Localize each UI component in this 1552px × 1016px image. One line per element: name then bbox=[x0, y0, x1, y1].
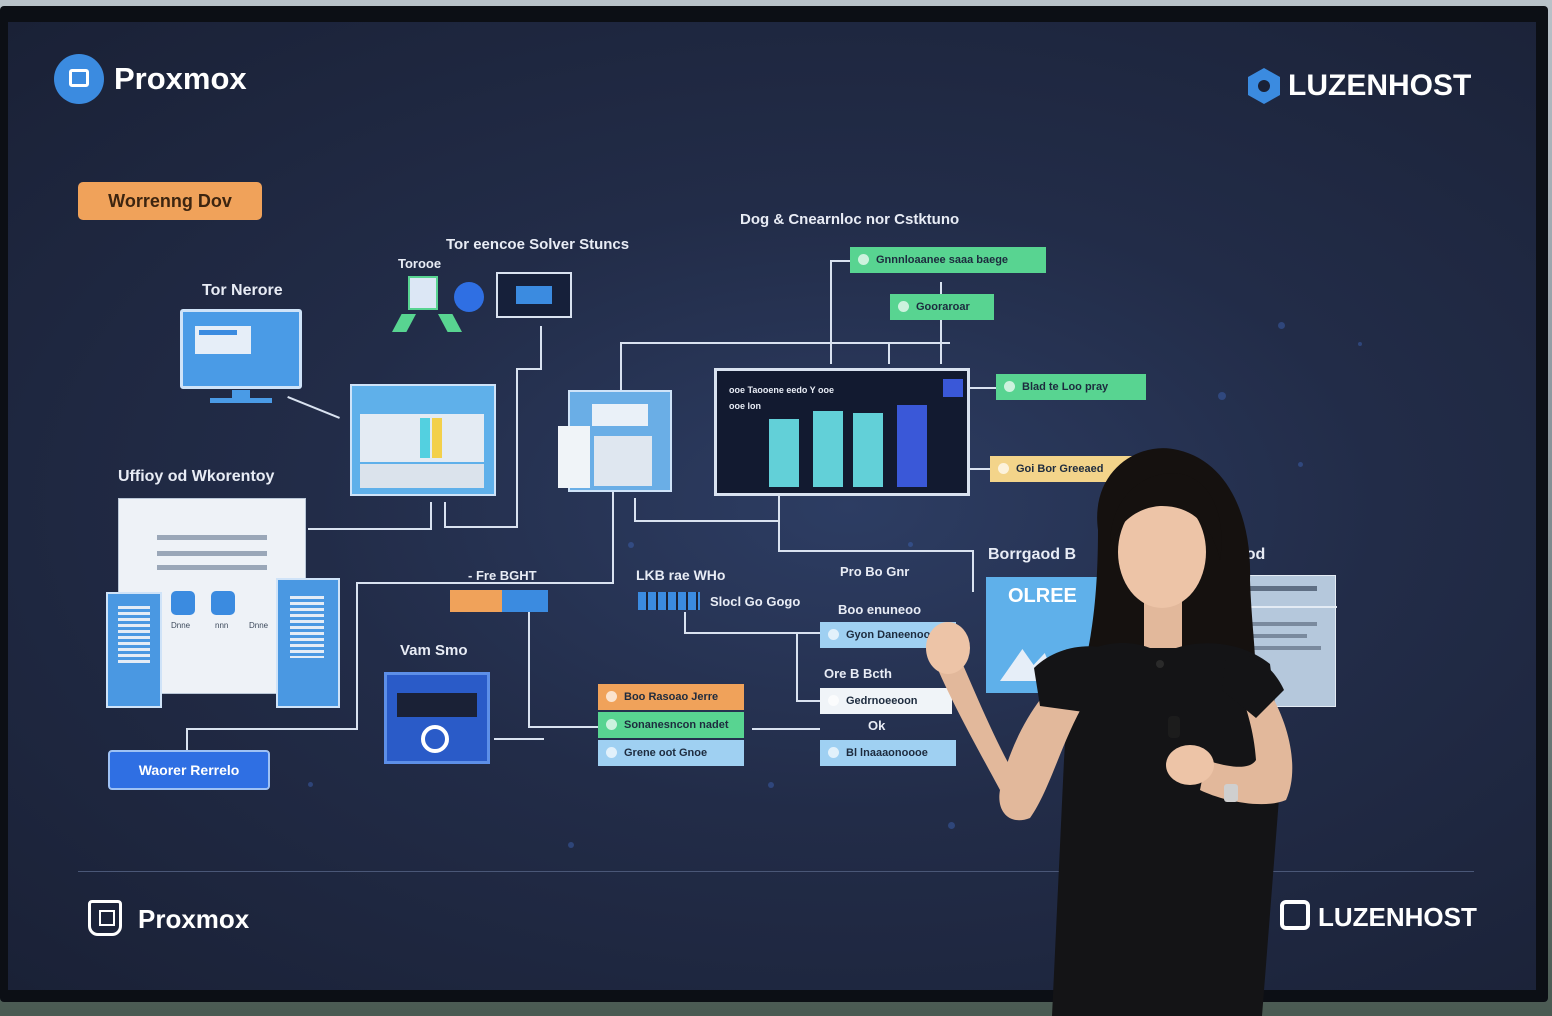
stacked-label: Slocl Go Gogo bbox=[710, 594, 801, 609]
luzenhost-wordmark-bottom: LUZENHOST bbox=[1318, 902, 1477, 932]
title-badge: Worrenng Dov bbox=[78, 182, 262, 220]
pill-bottom-1: Boo Rasoao Jerre bbox=[598, 684, 744, 710]
server-tower-left bbox=[106, 592, 162, 708]
proxmox-icon bbox=[54, 54, 104, 104]
diagram-title-center: Tor eencoe Solver Stuncs bbox=[446, 236, 630, 253]
luzenhost-logo-bottom: LUZENHOST bbox=[1280, 898, 1480, 938]
pill-right-1: Gnnnloaanee saaa baege bbox=[850, 247, 1046, 273]
proxmox-wordmark-bottom: Proxmox bbox=[138, 904, 250, 934]
monitor-illustration bbox=[180, 309, 302, 389]
pill-right-3: Blad te Loo pray bbox=[996, 374, 1146, 400]
square-g-icon bbox=[1280, 900, 1310, 930]
pill-right-2: Gooraroar bbox=[890, 294, 994, 320]
hexagon-icon bbox=[1248, 68, 1280, 104]
network-panel-icon bbox=[496, 272, 572, 318]
waorer-button[interactable]: Waorer Rerrelo bbox=[108, 750, 270, 790]
dashboard-illustration bbox=[350, 384, 496, 496]
proxmox-logo-top: Proxmox bbox=[54, 54, 284, 106]
server-tower-right bbox=[276, 578, 340, 708]
server-label-3: Dnne bbox=[249, 621, 269, 630]
presentation-screen: Proxmox LUZENHOST Worrenng Dov Tor eenco… bbox=[8, 22, 1536, 990]
diagram-sub-label: Torooe bbox=[398, 256, 442, 271]
chart-panel: ooe Taooene eedo Y ooe ooe lon bbox=[714, 368, 970, 496]
pill-mid-text: - Fre BGHT bbox=[468, 568, 537, 583]
ore-label: Ore B Bcth bbox=[824, 666, 892, 681]
diagram-title-right: Dog & Cnearnloc nor Cstktuno bbox=[740, 211, 960, 228]
pill-bottom-3: Grene oot Gnoe bbox=[598, 740, 744, 766]
luzenhost-wordmark: LUZENHOST bbox=[1288, 69, 1472, 102]
server-label-2: nnn bbox=[215, 621, 229, 630]
ok-label: Ok bbox=[868, 718, 886, 733]
pill-bottom-4: Bl lnaaaonoooe bbox=[820, 740, 956, 766]
pro-label: Pro Bo Gnr bbox=[840, 564, 910, 579]
panel-word: OLREE bbox=[1008, 585, 1077, 607]
pill-mid-label bbox=[450, 590, 548, 612]
shield-icon bbox=[88, 900, 122, 936]
chart-bar bbox=[769, 419, 799, 487]
chart-bar bbox=[897, 405, 927, 487]
bonpood-label: Borrgaod B bbox=[988, 546, 1076, 563]
chart-heading-2: ooe lon bbox=[729, 401, 761, 411]
ufficy-label: Uffioy od Wkorentoy bbox=[118, 468, 275, 485]
server-icon bbox=[408, 276, 438, 310]
pill-mid-2: Gedrnoeeoon bbox=[820, 688, 952, 714]
stacked-blocks bbox=[638, 592, 700, 610]
server-label-1: Dnne bbox=[171, 621, 191, 630]
chart-heading-1: ooe Taooene eedo Y ooe bbox=[729, 385, 835, 395]
lkr-label: LKB rae WHo bbox=[636, 567, 726, 583]
proxmox-logo-bottom: Proxmox bbox=[88, 898, 288, 938]
display-frame: Proxmox LUZENHOST Worrenng Dov Tor eenco… bbox=[0, 6, 1548, 1002]
vam-label: Vam Smo bbox=[400, 642, 468, 659]
tor-label: Tor Nerore bbox=[202, 282, 283, 299]
vm-console bbox=[384, 672, 490, 764]
pill-bottom-2: Sonanesncon nadet bbox=[598, 712, 744, 738]
luzenhost-logo-top: LUZENHOST bbox=[1248, 66, 1488, 110]
eoo-label: Boo enuneoo bbox=[838, 602, 922, 617]
chart-bar bbox=[813, 411, 843, 487]
circle-icon bbox=[454, 282, 484, 312]
proxmox-wordmark: Proxmox bbox=[114, 61, 247, 96]
chart-bar bbox=[853, 413, 883, 487]
